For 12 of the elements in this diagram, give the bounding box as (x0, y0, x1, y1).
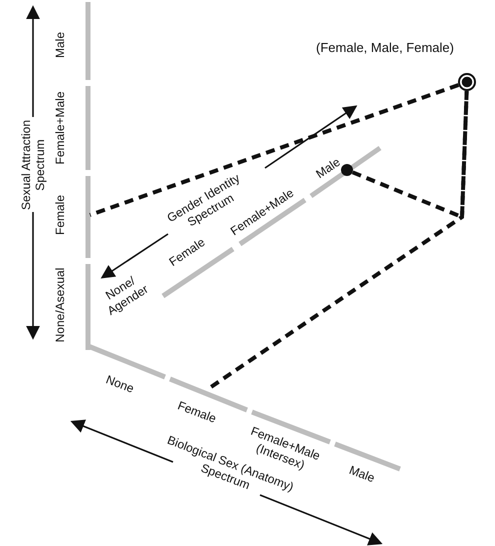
tick-label: None (104, 372, 136, 396)
data-point (458, 73, 476, 91)
tick-label: Female+Male (53, 91, 67, 165)
tick-label: Male (53, 32, 67, 58)
data-point (341, 164, 353, 176)
tick-label: Male (313, 154, 343, 182)
point-label: (Female, Male, Female) (316, 41, 454, 55)
projection-line (89, 83, 460, 217)
tick-label: Male (347, 462, 377, 486)
tick-label: None/Asexual (53, 268, 67, 342)
tick-label: Female (53, 195, 67, 235)
axis-label: Sexual Attraction Spectrum (19, 118, 47, 212)
